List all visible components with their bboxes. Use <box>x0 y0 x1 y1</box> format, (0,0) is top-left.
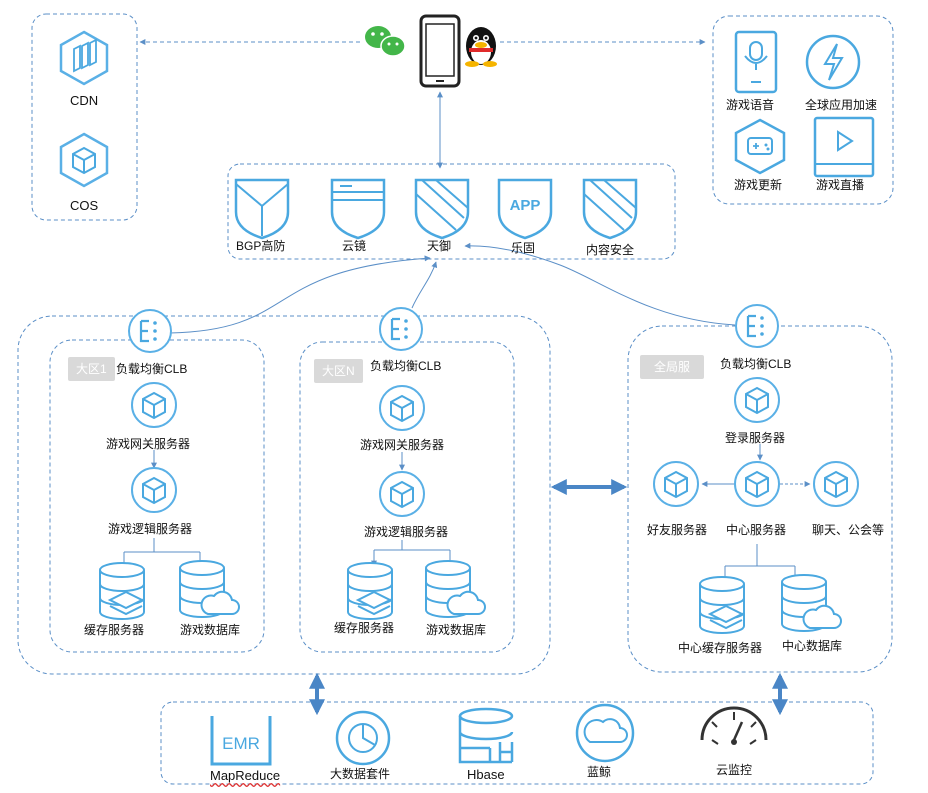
global-acceleration-icon <box>805 34 861 90</box>
cos-icon <box>59 132 109 188</box>
wechat-icon <box>365 26 406 57</box>
bgp-shield-icon <box>234 178 290 240</box>
cloud-monitor-icon <box>700 706 768 745</box>
global-chat-label: 聊天、公会等 <box>812 523 885 537</box>
emr-icon: EMR <box>210 716 272 766</box>
regionN-tag: 大区N <box>314 359 363 383</box>
region1-gateway-label: 游戏网关服务器 <box>106 437 191 451</box>
phone-icon <box>419 14 461 88</box>
svg-text:APP: APP <box>510 197 541 214</box>
region1-gateway-icon <box>131 382 177 428</box>
global-center-db-label: 中心数据库 <box>782 639 843 653</box>
regionN-cache-icon <box>347 562 393 620</box>
region1-logic-label: 游戏逻辑服务器 <box>108 522 193 536</box>
game-update-icon <box>734 118 786 175</box>
svg-text:EMR: EMR <box>222 734 260 753</box>
game-services-group <box>712 15 894 205</box>
bigdata-suite-icon <box>335 710 391 766</box>
regionN-gateway-label: 游戏网关服务器 <box>360 438 445 452</box>
tianyu-shield-icon <box>414 178 470 240</box>
security-label-bgp: BGP高防 <box>236 239 286 253</box>
security-label-content: 内容安全 <box>586 243 635 257</box>
global-tag: 全局服 <box>640 355 705 379</box>
regionN-db-label: 游戏数据库 <box>426 623 487 637</box>
global-center-icon <box>734 461 780 507</box>
security-label-tianyu: 天御 <box>427 239 452 253</box>
global-login-icon <box>734 377 780 423</box>
hbase-label: Hbase <box>467 767 505 782</box>
cdn-cos-group <box>31 13 138 221</box>
cdn-icon <box>59 30 109 86</box>
global-center-cache-icon <box>699 576 745 634</box>
service-label-update: 游戏更新 <box>734 178 783 192</box>
global-center-db-icon <box>781 574 842 632</box>
curve-regionN-to-tianyu <box>411 261 438 309</box>
region1-clb-label: 负载均衡CLB <box>116 362 188 376</box>
bluewhale-label: 蓝鲸 <box>587 765 612 779</box>
region1-tag: 大区1 <box>68 357 115 381</box>
cdn-label: CDN <box>70 93 99 108</box>
hbase-icon <box>458 707 514 764</box>
bottom-group <box>160 701 874 785</box>
region1-clb-icon <box>127 308 173 354</box>
regionN-gateway-icon <box>379 385 425 431</box>
region1-cache-label: 缓存服务器 <box>84 623 145 637</box>
legu-app-shield-icon: APP <box>497 178 553 240</box>
curve-global-to-tianyu <box>464 242 736 326</box>
regionN-clb-label: 负载均衡CLB <box>370 359 442 373</box>
game-voice-icon <box>734 30 778 94</box>
bigdata-suite-label: 大数据套件 <box>330 767 391 781</box>
global-clb-label: 负载均衡CLB <box>720 357 792 371</box>
qq-penguin-icon <box>465 27 497 67</box>
region1-db-label: 游戏数据库 <box>180 623 241 637</box>
region1-cache-icon <box>99 562 145 620</box>
content-security-shield-icon <box>582 178 638 240</box>
global-friend-label: 好友服务器 <box>647 523 708 537</box>
mapreduce-label: MapReduce <box>210 768 281 783</box>
regionN-cache-label: 缓存服务器 <box>334 621 395 635</box>
cloud-monitor-label: 云监控 <box>716 763 753 777</box>
regionN-logic-icon <box>379 471 425 517</box>
service-label-live: 游戏直播 <box>816 178 865 192</box>
global-login-label: 登录服务器 <box>725 431 786 445</box>
global-center-cache-label: 中心缓存服务器 <box>678 641 763 655</box>
security-label-legu: 乐固 <box>511 241 536 255</box>
regionN-logic-label: 游戏逻辑服务器 <box>364 525 449 539</box>
region1-db-icon <box>179 560 240 618</box>
yunjing-shield-icon <box>330 178 386 240</box>
global-clb-icon <box>734 303 780 349</box>
cos-label: COS <box>70 198 99 213</box>
bluewhale-icon <box>575 703 635 763</box>
global-friend-icon <box>653 461 699 507</box>
regions-outer-box <box>17 315 551 675</box>
regionN-clb-icon <box>378 306 424 352</box>
game-live-icon <box>813 116 875 178</box>
service-label-acceleration: 全球应用加速 <box>805 98 878 112</box>
region1-logic-icon <box>131 467 177 513</box>
security-label-yunjing: 云镜 <box>342 239 367 253</box>
security-group <box>227 163 676 260</box>
regionN-db-icon <box>425 560 486 618</box>
global-chat-icon <box>813 461 859 507</box>
curve-region1-to-tianyu <box>169 255 431 334</box>
global-center-label: 中心服务器 <box>726 523 787 537</box>
service-label-voice: 游戏语音 <box>726 98 775 112</box>
